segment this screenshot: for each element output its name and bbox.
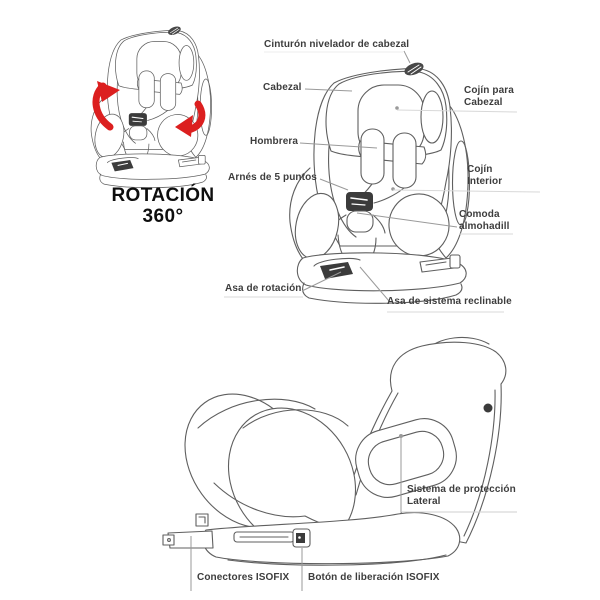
- small-seat-illustration: [90, 24, 213, 189]
- label-asa-sistema-reclinable: Asa de sistema reclinable: [387, 296, 512, 307]
- label-underlines: [224, 51, 541, 513]
- rotation-arrows-icon: [92, 81, 206, 137]
- rotation-handle-icon: [320, 262, 353, 279]
- label-asa-de-rotacion: Asa de rotación: [225, 283, 302, 294]
- leveling-belt-clip-icon: [404, 62, 424, 76]
- label-cinturon-nivelador: Cinturón nivelador de cabezal: [264, 39, 410, 50]
- label-sistema-proteccion-lateral: Sistema de protección Lateral: [407, 484, 516, 507]
- side-seat-illustration: [162, 336, 507, 566]
- label-arnes-5-puntos: Arnés de 5 puntos: [228, 172, 317, 183]
- label-cojin-interior: Cojín Interior: [467, 164, 503, 187]
- label-hombrera: Hombrera: [250, 136, 299, 147]
- isofix-release-button-icon: [292, 528, 311, 548]
- label-cojin-para-cabezal: Cojín para Cabezal: [464, 85, 514, 108]
- label-comoda-almohadilla: Comoda almohadill: [459, 209, 510, 232]
- harness-buckle-icon: [346, 192, 373, 211]
- label-boton-liberacion-isofix: Botón de liberación ISOFIX: [308, 572, 440, 583]
- label-cabezal: Cabezal: [263, 82, 302, 93]
- front-seat-illustration: [289, 62, 471, 304]
- rotation-360-badge: ROTACIÓN 360°: [111, 185, 215, 227]
- label-conectores-isofix: Conectores ISOFIX: [197, 572, 290, 583]
